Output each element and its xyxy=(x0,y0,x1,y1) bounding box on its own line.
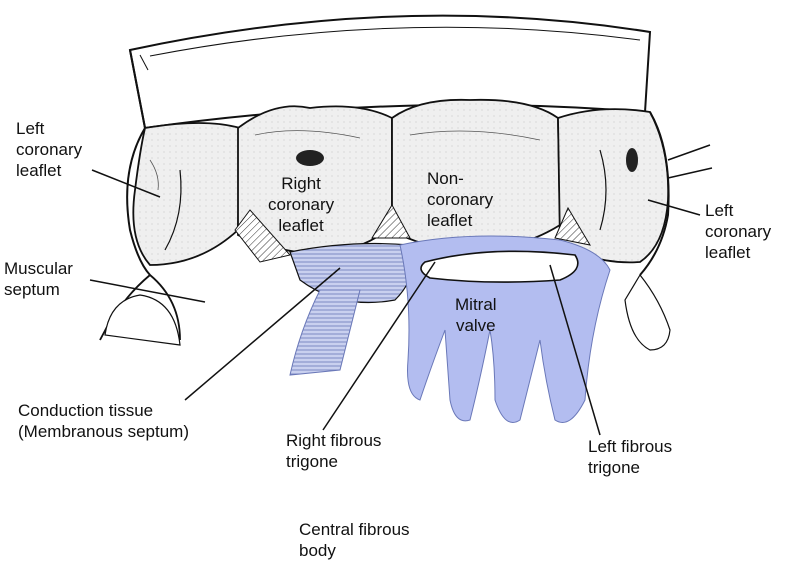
label-left-coronary-leaflet-right: Left coronary leaflet xyxy=(705,201,772,262)
mitral-valve-shape xyxy=(399,235,611,423)
left-papillary-muscle xyxy=(104,294,181,346)
label-right-coronary-leaflet: Right coronary leaflet xyxy=(268,174,335,235)
label-left-coronary-leaflet-left: Left coronary leaflet xyxy=(16,119,83,180)
label-conduction-tissue: Conduction tissue (Membranous septum) xyxy=(18,401,190,441)
label-mitral-valve: Mitral valve xyxy=(455,295,497,335)
interleaflet-triangle-left xyxy=(234,209,291,263)
right-papillary-muscle xyxy=(624,273,671,351)
leader-lines xyxy=(89,169,701,436)
left-coronary-ostium xyxy=(626,148,638,172)
label-left-fibrous-trigone: Left fibrous trigone xyxy=(588,437,673,477)
label-right-fibrous-trigone: Right fibrous trigone xyxy=(286,431,382,471)
conduction-bundle-shape xyxy=(289,289,361,376)
left-sinus-wall xyxy=(126,122,241,276)
label-non-coronary-leaflet: Non- coronary leaflet xyxy=(427,169,494,230)
label-muscular-septum: Muscular septum xyxy=(4,259,73,299)
interleaflet-triangle-right xyxy=(554,206,592,246)
label-central-fibrous-body: Central fibrous body xyxy=(299,520,410,560)
right-coronary-ostium xyxy=(296,150,324,166)
aortic-wall xyxy=(128,14,652,130)
interleaflet-triangle-middle xyxy=(371,203,411,239)
right-sinus-wall xyxy=(557,108,713,276)
